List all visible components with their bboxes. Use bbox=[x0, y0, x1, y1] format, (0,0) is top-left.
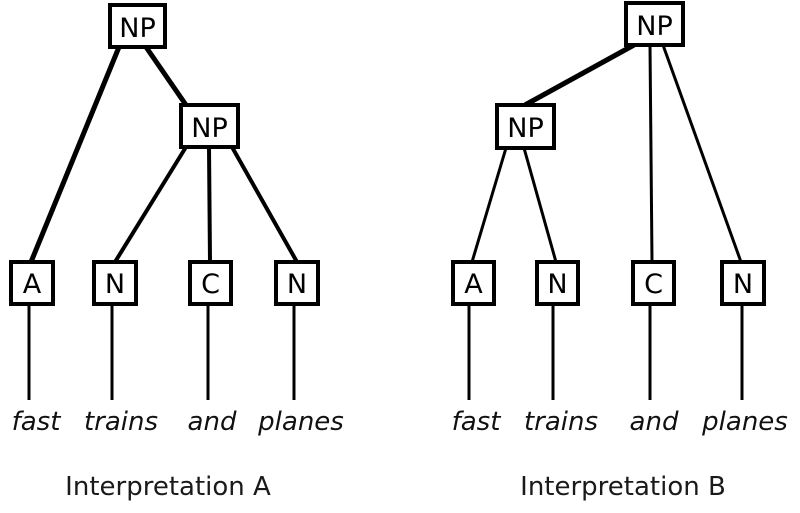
tree-branch-a-edge-npsub-c bbox=[207, 146, 212, 263]
node-box-b-np-root[interactable] bbox=[624, 1, 685, 47]
node-label-a-np-root: NP bbox=[119, 13, 155, 44]
tree-branch-a-edge-root-npsub bbox=[143, 45, 189, 107]
word-a-word-and: and bbox=[188, 407, 237, 437]
node-box-b-pos-a[interactable] bbox=[451, 260, 496, 306]
node-box-a-pos-c[interactable] bbox=[188, 260, 233, 306]
node-label-b-pos-n1: N bbox=[547, 269, 567, 300]
node-box-b-np-sub[interactable] bbox=[495, 103, 556, 150]
node-box-a-np-root[interactable] bbox=[108, 3, 167, 49]
node-label-a-pos-a: A bbox=[23, 269, 42, 300]
node-box-a-np-sub[interactable] bbox=[179, 103, 240, 149]
node-box-a-pos-n1[interactable] bbox=[92, 260, 138, 306]
node-label-b-pos-a: A bbox=[464, 269, 483, 300]
node-box-b-pos-n2[interactable] bbox=[720, 260, 766, 306]
word-b-word-fast: fast bbox=[452, 407, 502, 437]
tree-branch-a-edge-npsub-n2 bbox=[230, 146, 299, 263]
node-label-b-np-sub: NP bbox=[507, 113, 543, 144]
node-box-b-pos-n1[interactable] bbox=[535, 260, 580, 306]
caption-interpretation-a: Interpretation A bbox=[65, 472, 271, 502]
tree-branch-b-edge-root-npsub bbox=[523, 42, 636, 108]
tree-branch-b-edge-root-n2 bbox=[661, 44, 743, 263]
node-label-b-pos-c: C bbox=[644, 269, 663, 300]
node-label-a-np-sub: NP bbox=[191, 113, 227, 144]
node-box-a-pos-n2[interactable] bbox=[274, 260, 320, 306]
node-box-b-pos-c[interactable] bbox=[631, 260, 676, 306]
node-label-b-pos-n2: N bbox=[733, 269, 753, 300]
tree-branch-a-edge-npsub-n1 bbox=[113, 145, 188, 264]
word-a-word-trains: trains bbox=[84, 407, 158, 437]
tree-branch-b-edge-npsub-a bbox=[470, 147, 508, 263]
word-a-word-planes: planes bbox=[257, 407, 344, 437]
node-box-a-pos-a[interactable] bbox=[9, 260, 55, 306]
tree-branch-b-edge-root-c bbox=[648, 44, 654, 263]
word-a-word-fast: fast bbox=[12, 407, 62, 437]
caption-interpretation-b: Interpretation B bbox=[520, 472, 726, 502]
node-label-a-pos-n1: N bbox=[105, 269, 125, 300]
word-b-word-and: and bbox=[630, 407, 679, 437]
node-label-a-pos-n2: N bbox=[287, 269, 307, 300]
node-label-a-pos-c: C bbox=[201, 269, 220, 300]
word-b-word-planes: planes bbox=[701, 407, 788, 437]
node-label-b-np-root: NP bbox=[636, 11, 672, 42]
tree-branch-a-edge-root-a bbox=[28, 46, 122, 263]
tree-branch-b-edge-npsub-n1 bbox=[522, 147, 558, 263]
word-b-word-trains: trains bbox=[524, 407, 598, 437]
